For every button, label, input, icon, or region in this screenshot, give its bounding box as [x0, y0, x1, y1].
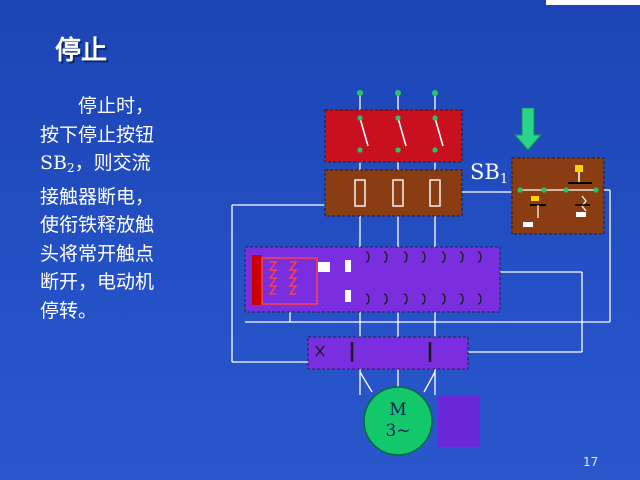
slide-title: 停止: [55, 36, 108, 66]
switch-contacts: [359, 117, 444, 147]
description-text: 停止时， 按下停止按钮 SB2，则交流 接触器断电， 使衔铁释放触 头将常开触点…: [40, 92, 215, 325]
page-number: 17: [583, 455, 599, 469]
press-arrow-icon: [513, 107, 543, 151]
text-line: 使衔铁释放触: [40, 214, 155, 236]
text-line: 断开，电动机: [40, 271, 155, 293]
pushbuttons: [520, 165, 596, 227]
pushbutton-dots: [517, 187, 599, 193]
motor-label-top: M: [389, 400, 407, 420]
text-sb: SB: [40, 152, 67, 174]
text-line: 停止时，: [78, 95, 155, 117]
motor-side-block: [438, 395, 480, 447]
text-line: 按下停止按钮: [40, 123, 155, 146]
text-sb-subscript: 2: [66, 161, 75, 175]
thermal-relay-block: [307, 336, 469, 370]
thermal-relay-contacts: [315, 342, 432, 362]
button-label: SB1: [470, 160, 508, 187]
pushbutton-panel: [511, 157, 605, 235]
text-line: SB2，则交流: [40, 149, 215, 183]
text-line: 停转。: [40, 299, 98, 322]
contact-pad: [345, 260, 351, 272]
knife-switch-block: [324, 109, 463, 163]
corner-white-bar: [546, 0, 640, 5]
motor-symbol: [363, 386, 433, 456]
contactor-contacts: [365, 251, 482, 305]
switch-dots: [357, 115, 438, 153]
motor-label-bottom: 3~: [385, 421, 411, 441]
text-line: 头将常开触点: [40, 242, 155, 265]
button-label-text: SB: [470, 160, 500, 184]
button-label-subscript: 1: [499, 172, 509, 187]
text-fragment: ，则交流: [74, 152, 151, 174]
terminal-dots: [357, 90, 438, 96]
contactor-coil-core: [252, 255, 262, 305]
contact-pad: [345, 290, 351, 302]
contactor-block: [244, 246, 501, 313]
armature: [318, 262, 330, 272]
text-line: 接触器断电，: [40, 185, 155, 208]
contactor-coil: [261, 257, 318, 305]
fuses: [354, 179, 441, 207]
